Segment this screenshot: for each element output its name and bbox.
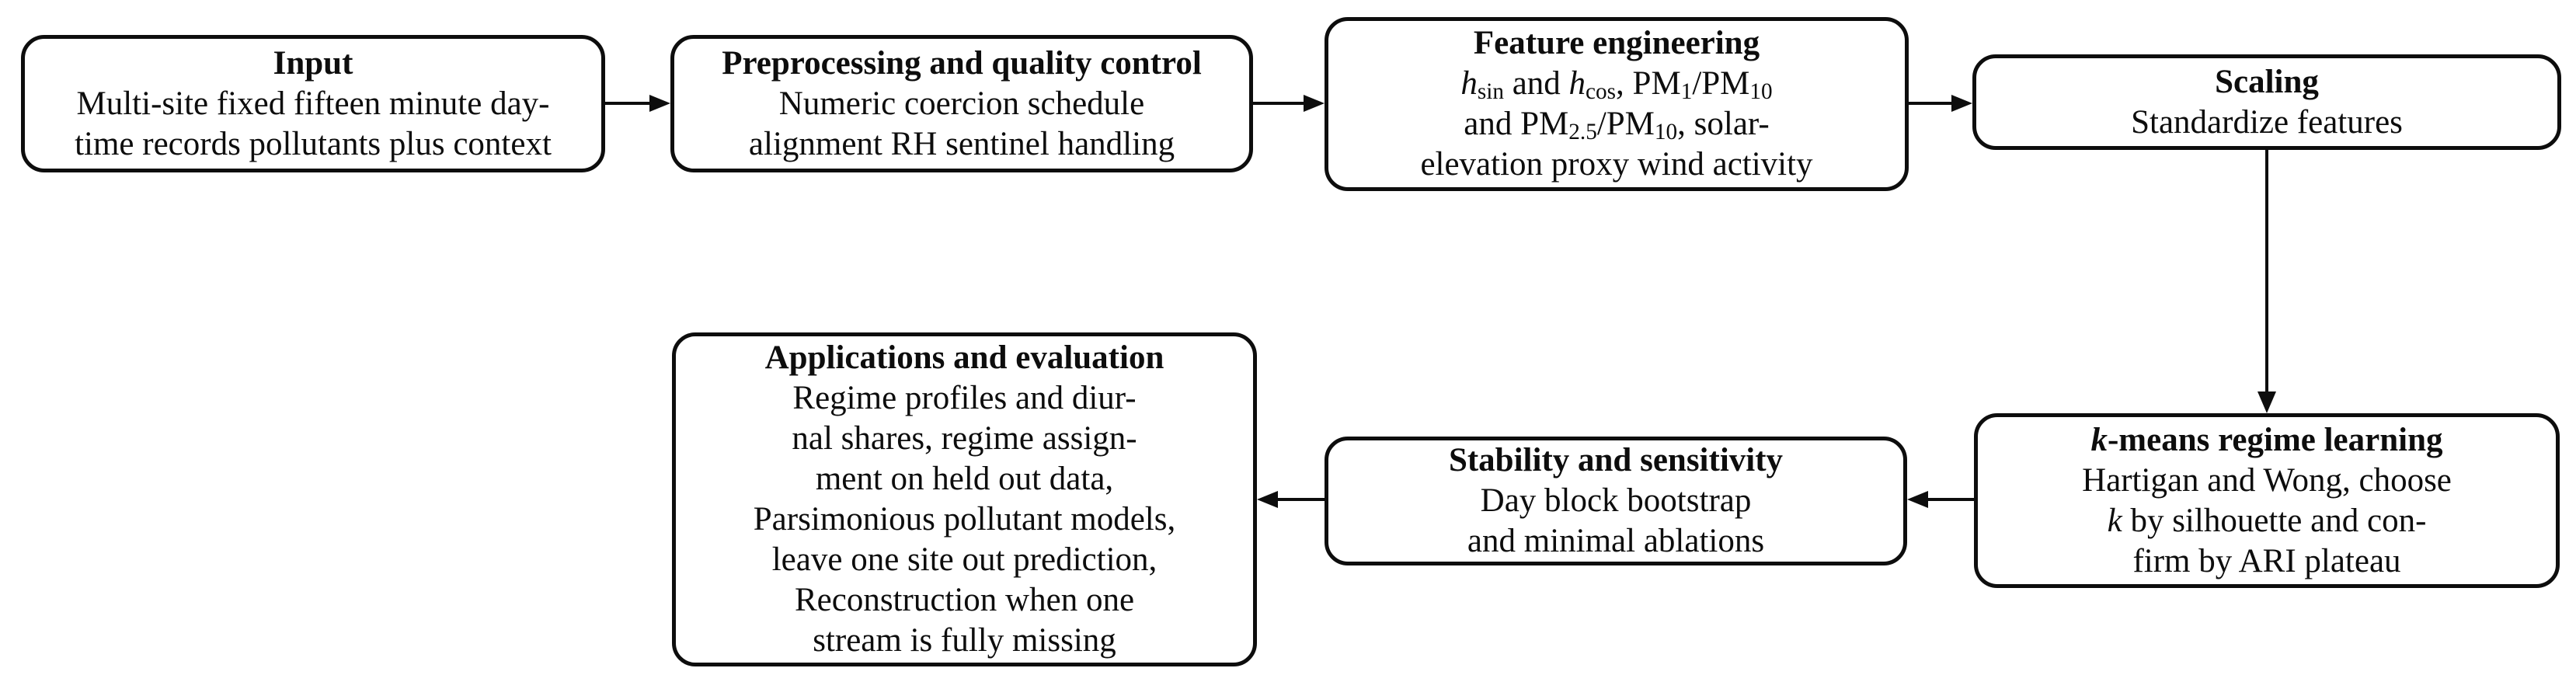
text-line: elevation proxy wind activity bbox=[1420, 146, 1813, 183]
arrow-shaft bbox=[2265, 150, 2268, 395]
text-line: hsin and hcos, PM1/PM10 bbox=[1460, 65, 1773, 105]
arrow-feature-engineering-to-scaling-icon bbox=[1909, 95, 1972, 112]
node-title: Applications and evaluation bbox=[764, 339, 1164, 376]
text-line: Multi-site fixed fifteen minute day- bbox=[76, 85, 550, 122]
flow-node-scaling: Scaling Standardize features bbox=[1972, 54, 2561, 150]
flow-node-preprocessing: Preprocessing and quality control Numeri… bbox=[670, 35, 1253, 172]
node-title: Scaling bbox=[2215, 63, 2319, 100]
node-title: k-means regime learning bbox=[2090, 421, 2443, 458]
text-line: k by silhouette and con- bbox=[2107, 502, 2427, 539]
node-body: Standardize features bbox=[1982, 103, 2551, 143]
arrow-shaft bbox=[1253, 102, 1307, 105]
flow-node-applications-evaluation: Applications and evaluation Regime profi… bbox=[672, 332, 1257, 666]
node-body: Multi-site fixed fifteen minute day-time… bbox=[31, 84, 595, 165]
arrowhead-right-icon bbox=[649, 95, 670, 112]
text-line: Reconstruction when one bbox=[794, 582, 1135, 618]
node-title: Preprocessing and quality control bbox=[722, 44, 1202, 82]
text-line: and PM2.5/PM10, solar- bbox=[1464, 106, 1770, 145]
node-title: Feature engineering bbox=[1473, 25, 1760, 61]
arrow-stability-to-applications-icon bbox=[1257, 491, 1325, 508]
flow-node-feature-engineering: Feature engineering hsin and hcos, PM1/P… bbox=[1325, 17, 1909, 191]
flow-node-stability-sensitivity: Stability and sensitivity Day block boot… bbox=[1325, 437, 1907, 565]
node-body: Day block bootstrap and minimal ablations bbox=[1335, 481, 1897, 562]
arrow-scaling-to-kmeans-icon bbox=[2257, 150, 2276, 413]
arrowhead-left-icon bbox=[1257, 491, 1278, 508]
text-line: Parsimonious pollutant models, bbox=[753, 501, 1176, 538]
text-line: and minimal ablations bbox=[1467, 523, 1765, 559]
text-line: leave one site out prediction, bbox=[771, 541, 1157, 578]
text-line: stream is fully missing bbox=[813, 622, 1116, 659]
arrow-shaft bbox=[605, 102, 653, 105]
text-line: Hartigan and Wong, choose bbox=[2082, 461, 2452, 499]
text-line: firm by ARI plateau bbox=[2132, 542, 2401, 579]
arrowhead-down-icon bbox=[2257, 391, 2276, 413]
arrowhead-right-icon bbox=[1304, 95, 1325, 112]
arrow-shaft bbox=[1274, 498, 1325, 501]
flow-node-input: Input Multi-site fixed fifteen minute da… bbox=[21, 35, 605, 172]
text-line: alignment RH sentinel handling bbox=[748, 125, 1175, 162]
arrow-input-to-preprocessing-icon bbox=[605, 95, 670, 112]
node-body: Regime profiles and diur-nal shares, reg… bbox=[682, 378, 1247, 661]
arrow-preprocessing-to-feature-engineering-icon bbox=[1253, 95, 1325, 112]
arrowhead-left-icon bbox=[1907, 491, 1928, 508]
text-line: Numeric coercion schedule bbox=[778, 85, 1145, 122]
text-line: time records pollutants plus context bbox=[75, 125, 552, 162]
arrow-shaft bbox=[1924, 498, 1974, 501]
arrow-shaft bbox=[1909, 102, 1955, 105]
text-line: nal shares, regime assign- bbox=[792, 420, 1137, 457]
text-line: Day block bootstrap bbox=[1480, 482, 1752, 519]
text-line: ment on held out data, bbox=[815, 461, 1114, 497]
arrow-kmeans-to-stability-icon bbox=[1907, 491, 1974, 508]
text-line: Standardize features bbox=[2131, 103, 2403, 141]
text-line: Regime profiles and diur- bbox=[792, 380, 1137, 416]
node-title: Stability and sensitivity bbox=[1448, 442, 1784, 478]
node-title: Input bbox=[273, 44, 353, 82]
flow-node-kmeans-regime-learning: k-means regime learning Hartigan and Won… bbox=[1974, 413, 2560, 588]
arrowhead-right-icon bbox=[1951, 95, 1972, 112]
